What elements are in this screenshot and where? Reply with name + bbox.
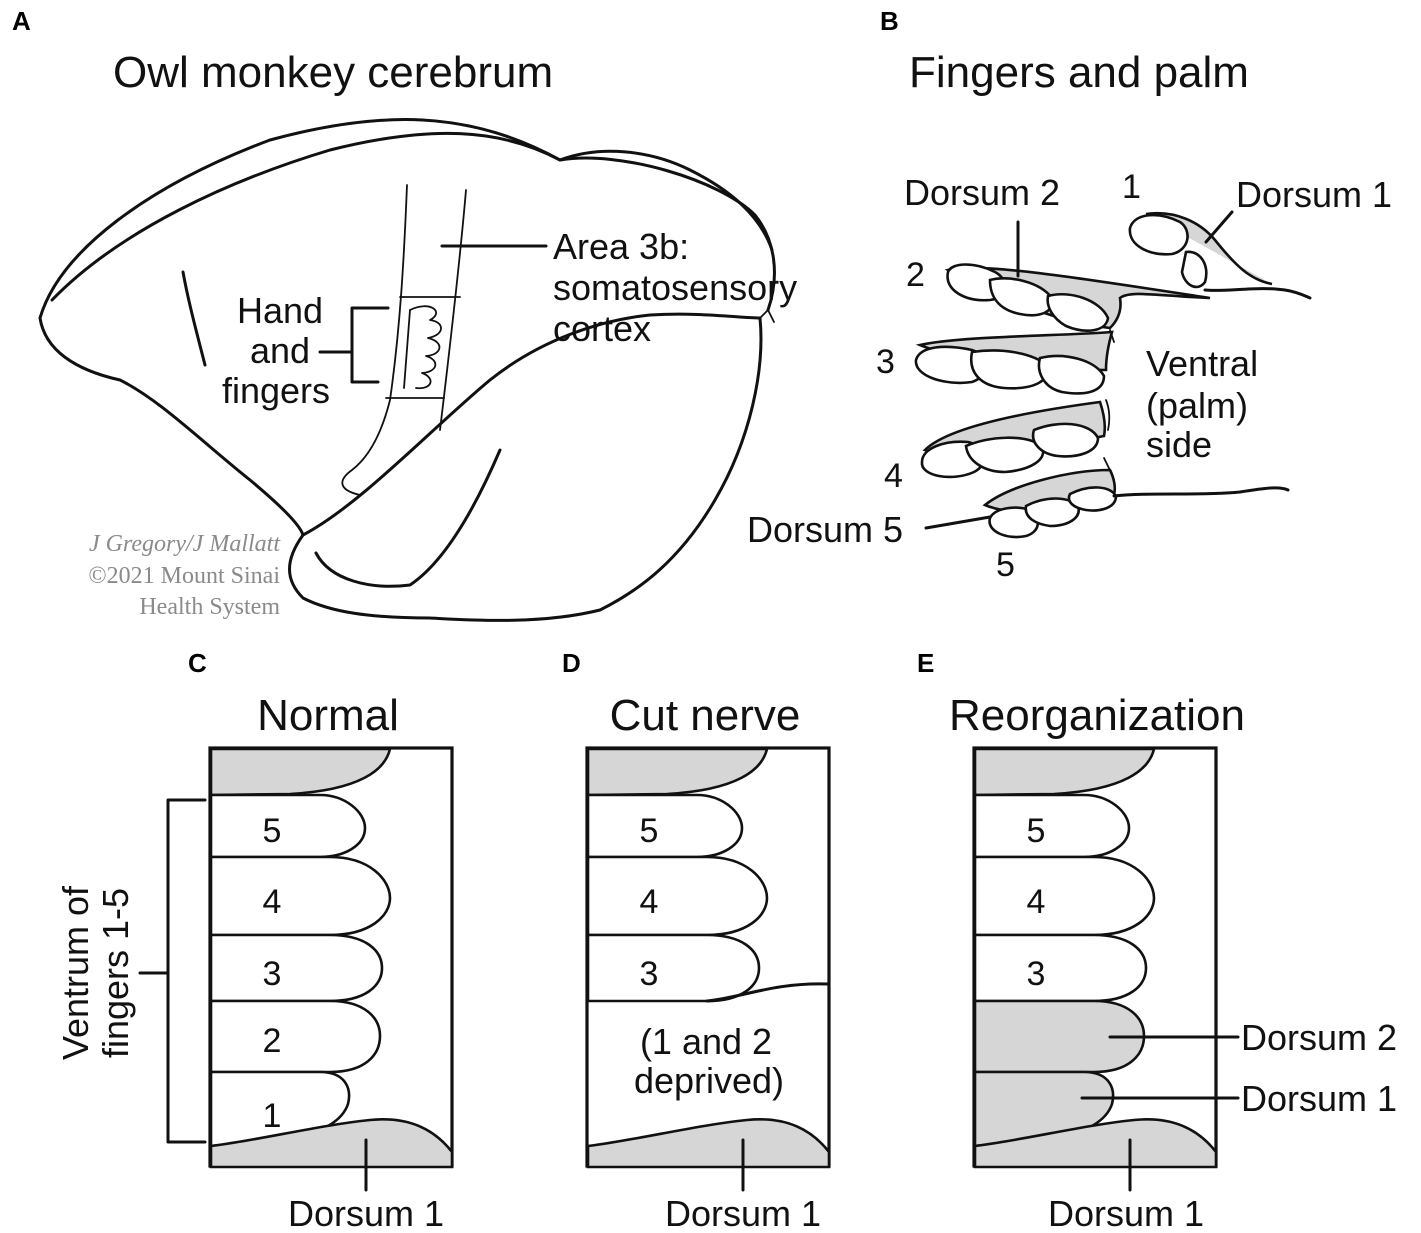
- deprived-label-line1: (1 and 2: [640, 1021, 772, 1062]
- panel-a: A Owl monkey cerebrum: [12, 6, 797, 622]
- panel-e-letter: E: [917, 648, 934, 678]
- digit-label: 3: [640, 955, 659, 993]
- panel-d: D Cut nerve 5 4 3 (1 and 2 deprived) Dor…: [562, 648, 831, 1233]
- panel-d-title: Cut nerve: [610, 691, 801, 740]
- digit-region-5: [586, 793, 744, 859]
- ventral-label-line3: side: [1146, 424, 1212, 465]
- brain-drawing: [38, 118, 776, 622]
- digit-region-5: [209, 793, 367, 859]
- digit-region-4: [586, 855, 769, 937]
- digit-label: 5: [263, 812, 282, 850]
- digit-region-4: [209, 855, 392, 937]
- credit-line1: J Gregory/J Mallatt: [89, 531, 281, 557]
- digit-label: 5: [1027, 812, 1046, 850]
- hand-drawing: [914, 211, 1312, 539]
- deprived-label-line2: deprived): [634, 1060, 784, 1101]
- dorsum-1-label-e: Dorsum 1: [1241, 1078, 1397, 1119]
- digit-region-5: [973, 793, 1131, 859]
- digit-label: 2: [263, 1022, 282, 1060]
- panel-b-title: Fingers and palm: [909, 48, 1249, 97]
- dorsum-5-label: Dorsum 5: [747, 509, 903, 550]
- dorsum-1-bottom-label-d: Dorsum 1: [665, 1193, 821, 1233]
- digit-label: 4: [1027, 883, 1046, 921]
- dorsum-2-label: Dorsum 2: [904, 172, 1060, 213]
- deprived-boundary: [705, 982, 830, 1003]
- bottom-shade-d: [586, 1118, 831, 1169]
- dorsum-1-label: Dorsum 1: [1236, 174, 1392, 215]
- finger-4-label: 4: [884, 457, 903, 495]
- digit-label: 5: [640, 812, 659, 850]
- hand-label-line1: Hand: [237, 290, 323, 331]
- credit-line3: Health System: [139, 594, 280, 620]
- digit-label: 1: [263, 1097, 282, 1135]
- dorsum-1-bottom-label-e: Dorsum 1: [1048, 1193, 1204, 1233]
- panel-a-letter: A: [12, 6, 31, 36]
- digit-label: 3: [263, 955, 282, 993]
- finger-3-label: 3: [876, 343, 895, 381]
- digit-region-3: [209, 933, 384, 1003]
- ventrum-bracket: [166, 798, 207, 1144]
- ventral-label-line1: Ventral: [1146, 343, 1258, 384]
- finger-2-label: 2: [906, 256, 925, 294]
- ventrum-label-line1: Ventrum of: [55, 885, 96, 1060]
- digit-label: 3: [1027, 955, 1046, 993]
- hand-label-line3: fingers: [222, 370, 330, 411]
- digit-region-2: [209, 999, 382, 1074]
- dorsum-2-label-e: Dorsum 2: [1241, 1017, 1397, 1058]
- dorsum-1-bottom-label-c: Dorsum 1: [288, 1193, 444, 1233]
- area-3b-label-line2: somatosensory: [553, 267, 797, 308]
- panel-c-letter: C: [188, 648, 207, 678]
- panel-e: E Reorganization 5 4 3 Dorsum 2 Dorsum 1…: [917, 648, 1397, 1233]
- panel-c-title: Normal: [257, 691, 399, 740]
- panel-a-title: Owl monkey cerebrum: [113, 48, 553, 97]
- panel-b-letter: B: [880, 6, 899, 36]
- digit-label: 4: [263, 883, 282, 921]
- digit-region-3: [973, 933, 1148, 1003]
- ventrum-label-line2: fingers 1-5: [95, 888, 136, 1058]
- digit-region-4: [973, 855, 1156, 937]
- area-3b-label-line3: cortex: [553, 308, 651, 349]
- area-3b-label-line1: Area 3b:: [553, 226, 689, 267]
- panel-e-title: Reorganization: [949, 691, 1245, 740]
- panel-c: C Normal 5 4 3 2 1 Dorsum 1 Ventrum of f…: [55, 648, 454, 1233]
- panel-b: B Fingers and palm: [747, 6, 1392, 584]
- panel-d-letter: D: [562, 648, 581, 678]
- hand-label-line2: and: [250, 330, 310, 371]
- digit-label: 4: [640, 883, 659, 921]
- finger-5-label: 5: [996, 546, 1015, 584]
- ventral-label-line2: (palm): [1146, 385, 1248, 426]
- finger-1-label: 1: [1122, 168, 1141, 206]
- bottom-shade-e: [973, 1118, 1218, 1169]
- digit-region-3: [586, 933, 761, 1003]
- credit-line2: ©2021 Mount Sinai: [88, 563, 280, 589]
- bottom-shade-c: [209, 1118, 454, 1169]
